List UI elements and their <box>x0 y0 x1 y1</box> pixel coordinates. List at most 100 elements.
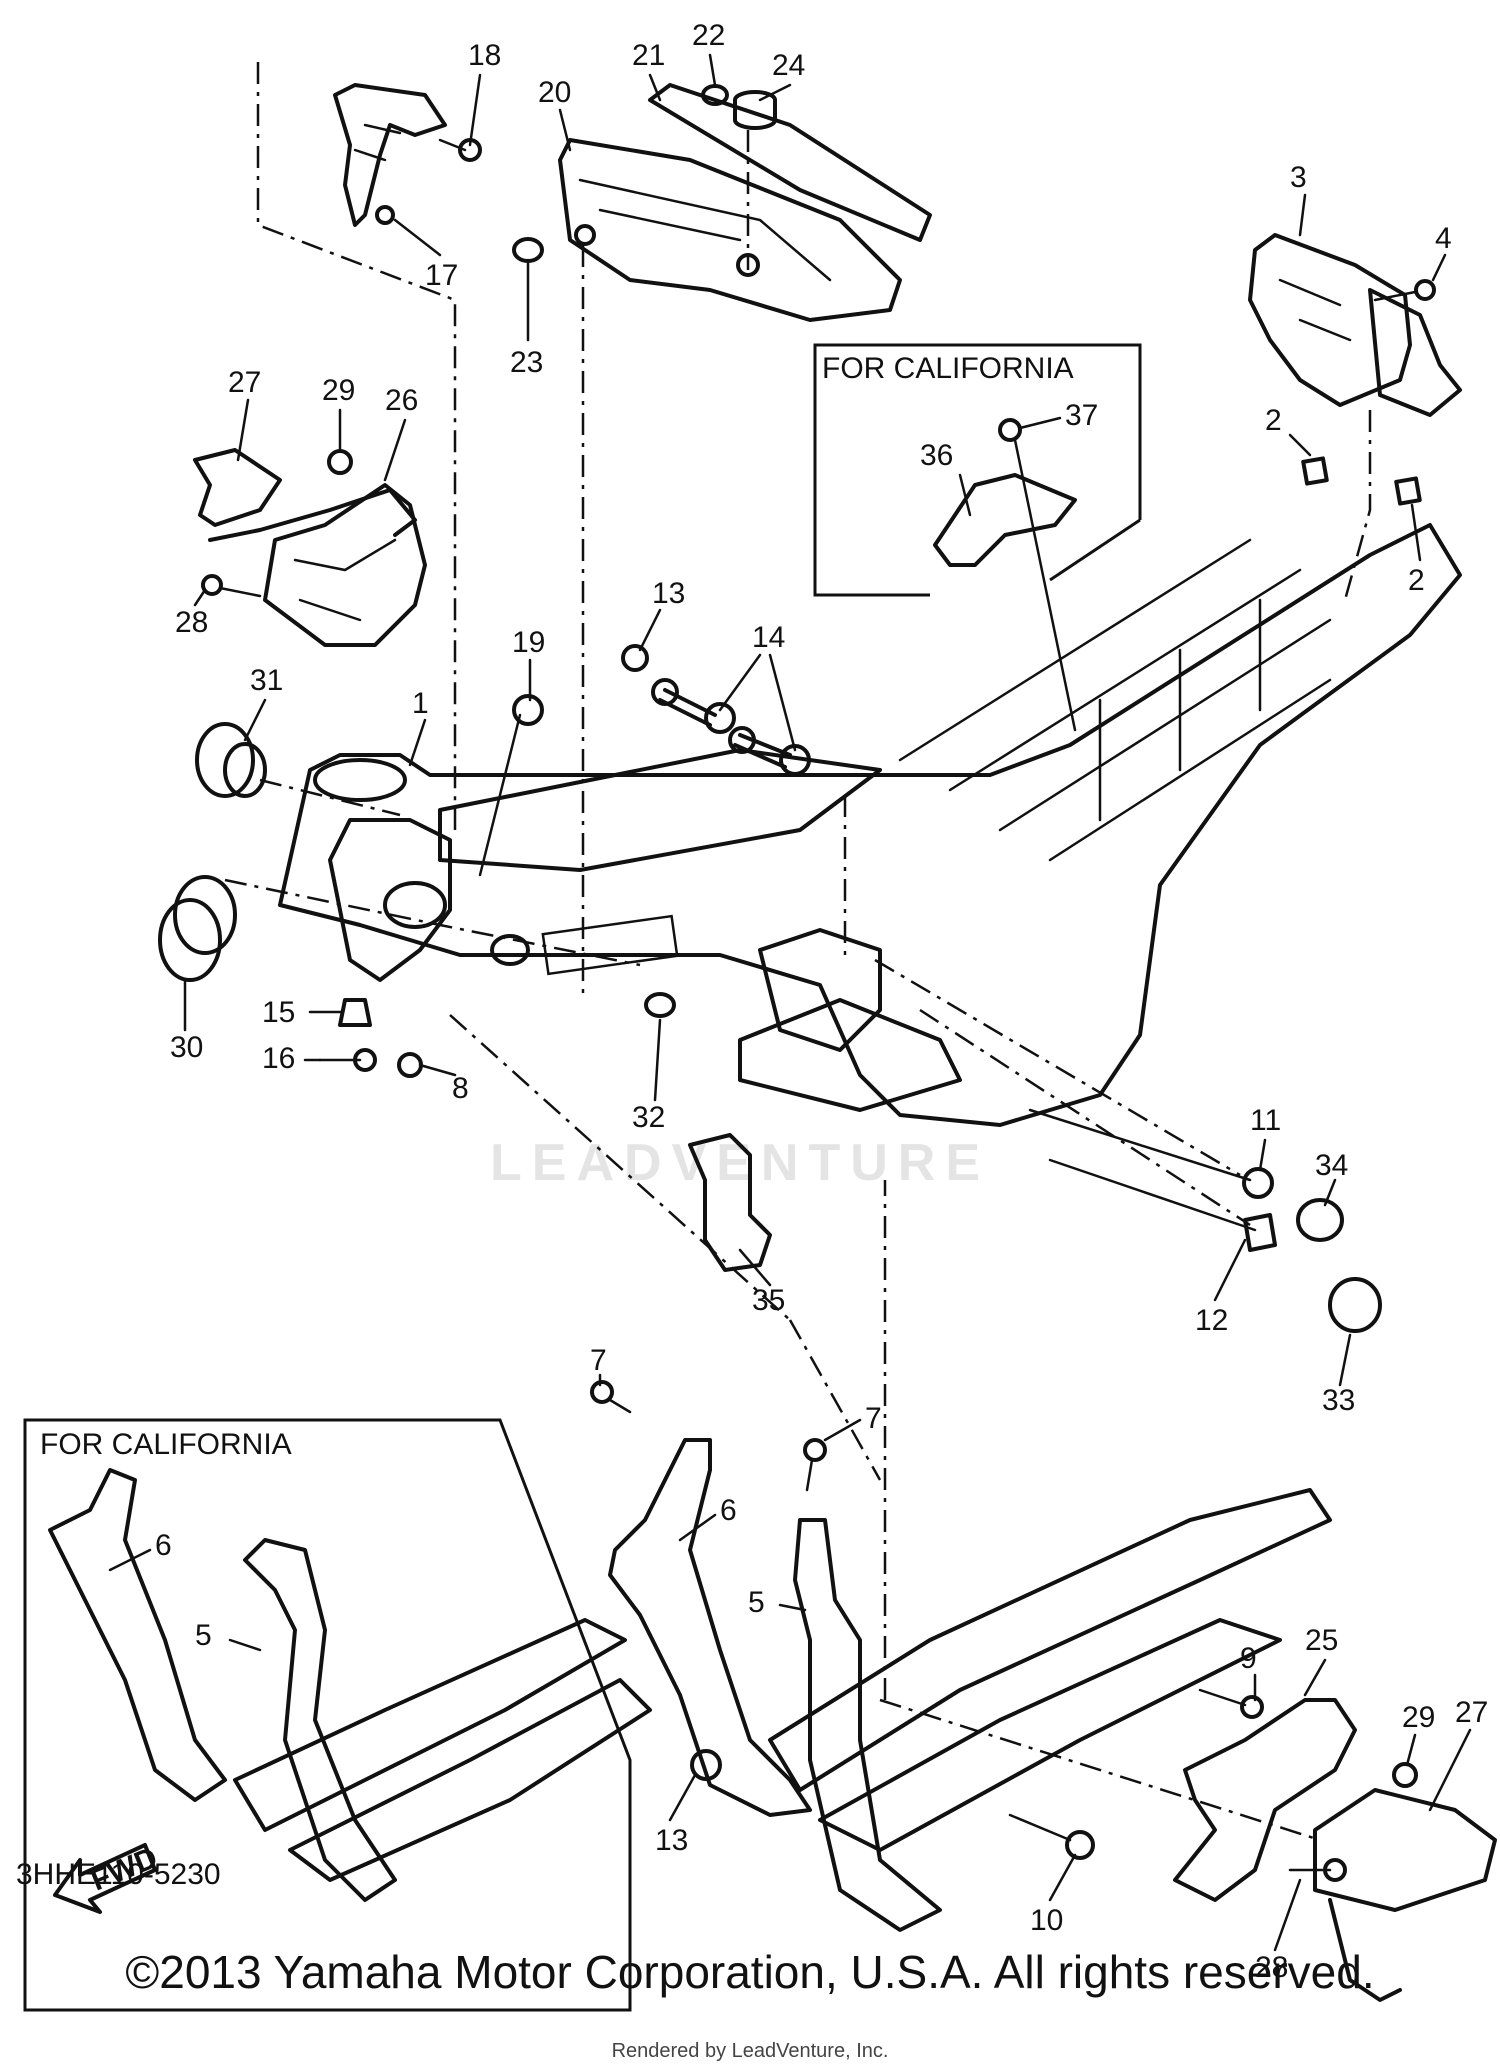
callout-7b: 7 <box>865 1402 882 1435</box>
callout-19: 19 <box>512 626 545 659</box>
callout-33: 33 <box>1322 1384 1355 1417</box>
assembly-line-bolt <box>788 1319 882 1481</box>
callout-21: 21 <box>632 39 665 72</box>
callout-1: 1 <box>412 687 429 720</box>
callout-30: 30 <box>170 1031 203 1064</box>
callout-25: 25 <box>1305 1624 1338 1657</box>
assembly-line-11 <box>874 958 1241 1177</box>
bolt-part-37[interactable] <box>998 418 1077 732</box>
grommet-part-23[interactable] <box>512 237 544 263</box>
copyright-text: ©2013 Yamaha Motor Corporation, U.S.A. A… <box>125 1946 1375 1998</box>
callout-10: 10 <box>1030 1904 1063 1937</box>
callout-9: 9 <box>1240 1642 1257 1675</box>
frame-cover-part-20-21[interactable] <box>558 83 932 1000</box>
callout-36: 36 <box>920 439 953 472</box>
bolt-part-28-upper[interactable] <box>201 574 262 598</box>
callout-16: 16 <box>262 1042 295 1075</box>
cap-part-30[interactable] <box>158 875 237 982</box>
callout-18: 18 <box>468 39 501 72</box>
callout-27a: 27 <box>228 366 261 399</box>
nut-part-29-lower[interactable] <box>1392 1762 1418 1788</box>
callout-13b: 13 <box>655 1824 688 1857</box>
nut-part-29-upper[interactable] <box>327 449 353 475</box>
callout-4: 4 <box>1435 222 1452 255</box>
callout-6b: 6 <box>720 1494 737 1527</box>
california-box-title-bottom: FOR CALIFORNIA <box>40 1428 292 1461</box>
bolt-part-4[interactable] <box>1373 279 1436 302</box>
callout-15: 15 <box>262 996 295 1029</box>
callout-13a: 13 <box>652 577 685 610</box>
cap-part-32[interactable] <box>644 992 676 1018</box>
callout-6a: 6 <box>155 1529 172 1562</box>
callout-24: 24 <box>772 49 805 82</box>
california-inset-top: FOR CALIFORNIA <box>813 343 1142 597</box>
bracket-part-26[interactable] <box>263 483 427 647</box>
bolt-part-7-left[interactable] <box>590 1380 632 1414</box>
callout-12: 12 <box>1195 1304 1228 1337</box>
callout-14: 14 <box>752 621 785 654</box>
damper-part-24[interactable] <box>733 90 777 130</box>
callout-28a: 28 <box>175 606 208 639</box>
cap-part-33[interactable] <box>1328 1277 1382 1333</box>
callout-27b: 27 <box>1455 1696 1488 1729</box>
nut-part-8[interactable] <box>397 1052 423 1078</box>
callout-26: 26 <box>385 384 418 417</box>
cap-part-34[interactable] <box>1296 1198 1344 1242</box>
callout-32: 32 <box>632 1101 665 1134</box>
callout-17: 17 <box>425 259 458 292</box>
callout-11: 11 <box>1250 1104 1281 1137</box>
callout-7a: 7 <box>590 1344 607 1377</box>
collar-part-14-b[interactable] <box>728 726 811 776</box>
callout-8: 8 <box>452 1072 469 1105</box>
callout-29a: 29 <box>322 374 355 407</box>
callout-2a: 2 <box>1265 404 1282 437</box>
callout-35: 35 <box>752 1284 785 1317</box>
assembly-line-30 <box>224 878 641 967</box>
footrest-part-27-upper[interactable] <box>193 448 417 542</box>
bracket-part-6-left[interactable] <box>48 1468 227 1802</box>
california-box-title-top: FOR CALIFORNIA <box>822 352 1074 385</box>
bracket-part-5-left[interactable] <box>233 1538 652 1902</box>
part-code: 3HHE110-5230 <box>16 1858 221 1891</box>
main-frame-part-1[interactable] <box>278 523 1462 1127</box>
callout-37: 37 <box>1065 399 1098 432</box>
grommet-part-31[interactable] <box>195 722 267 798</box>
nut-part-13-lower[interactable] <box>690 1749 722 1781</box>
collar-part-14-a[interactable] <box>651 678 736 734</box>
assembly-line-10 <box>879 1698 1321 1842</box>
bracket-part-3[interactable] <box>1248 233 1462 601</box>
callout-labels: 1 2 2 3 4 5 5 6 6 7 7 8 9 10 11 12 13 13… <box>155 19 1488 1984</box>
watermark-text: LEADVENTURE <box>490 1134 990 1192</box>
bracket-part-25[interactable] <box>1173 1698 1357 1902</box>
bracket-part-6-right[interactable] <box>608 1438 812 1817</box>
footrest-part-27-lower[interactable] <box>1313 1788 1497 2002</box>
callout-5b: 5 <box>748 1586 765 1619</box>
nut-part-13-upper[interactable] <box>621 644 649 672</box>
cap-part-2-right[interactable] <box>1394 476 1422 506</box>
callout-29b: 29 <box>1402 1701 1435 1734</box>
bracket-part-36[interactable] <box>933 473 1077 567</box>
callout-20: 20 <box>538 76 571 109</box>
rendered-by-text: Rendered by LeadVenture, Inc. <box>611 2040 889 2062</box>
bolt-part-10[interactable] <box>1008 1813 1095 1860</box>
bracket-part-5-right[interactable] <box>768 1488 1332 1932</box>
bolt-part-9[interactable] <box>1198 1688 1264 1719</box>
callout-2b: 2 <box>1408 564 1425 597</box>
leader-lines <box>108 53 1472 1952</box>
collar-part-15[interactable] <box>338 998 372 1027</box>
bolt-part-28-lower[interactable] <box>1288 1858 1347 1882</box>
bolt-part-7-right[interactable] <box>803 1438 827 1492</box>
bolt-part-12[interactable] <box>1048 1158 1277 1252</box>
assembly-line-12 <box>919 1008 1251 1227</box>
callout-5a: 5 <box>195 1619 212 1652</box>
cap-part-2-left[interactable] <box>1301 456 1329 486</box>
nut-part-19[interactable] <box>512 694 544 726</box>
callout-3: 3 <box>1290 161 1307 194</box>
bolt-part-11[interactable] <box>1028 1108 1274 1199</box>
bracket-part-17-18[interactable] <box>256 62 482 830</box>
assembly-line-31 <box>259 778 401 817</box>
callout-28b: 28 <box>1255 1951 1288 1984</box>
bracket-part-35[interactable] <box>688 1133 772 1272</box>
bolt-part-16[interactable] <box>318 1048 377 1072</box>
